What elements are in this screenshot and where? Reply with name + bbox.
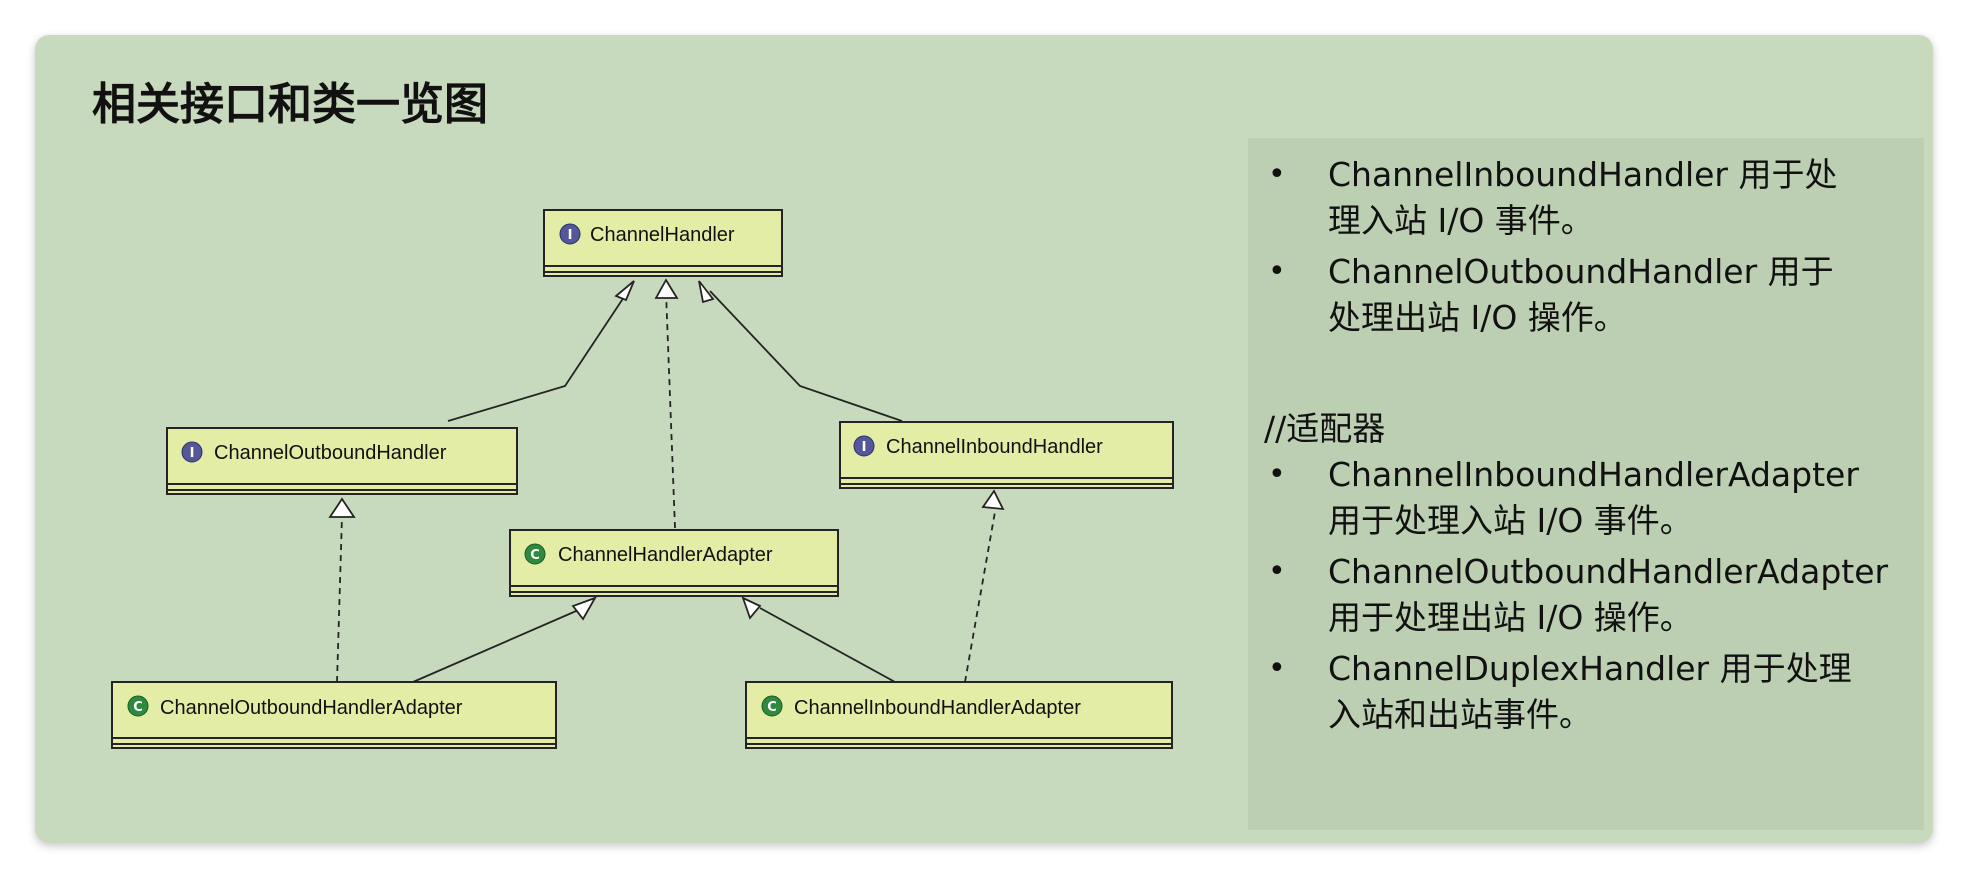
class-box-channelhandleradapter[interactable]: C ChannelHandlerAdapter xyxy=(509,529,839,597)
class-box-channeloutboundhandleradapter[interactable]: C ChannelOutboundHandlerAdapter xyxy=(111,681,557,749)
arrowhead xyxy=(614,280,635,302)
interface-icon xyxy=(853,435,875,457)
list-item: • ChannelInboundHandlerAdapter 用于处理入站 I/… xyxy=(1248,452,1859,544)
class-box-channeloutboundhandler[interactable]: I ChannelOutboundHandler xyxy=(166,427,518,495)
arrowhead xyxy=(698,280,715,304)
class-box-channelinboundhandleradapter[interactable]: C ChannelInboundHandlerAdapter xyxy=(745,681,1173,749)
bullet: • xyxy=(1268,254,1286,289)
edge-outbound-adapter-to-adapter xyxy=(412,607,584,683)
adapter-list: • ChannelInboundHandlerAdapter 用于处理入站 I/… xyxy=(1248,452,1888,743)
interface-icon-letter: I xyxy=(568,228,573,243)
class-icon-letter: C xyxy=(133,700,143,715)
arrowhead xyxy=(571,596,597,621)
class-icon-letter: C xyxy=(530,548,540,563)
class-icon-letter: C xyxy=(767,700,777,715)
list-item-text: ChannelInboundHandlerAdapter 用于处理入站 I/O … xyxy=(1328,455,1859,540)
class-label: ChannelOutboundHandlerAdapter xyxy=(160,697,463,719)
edge-inbound-to-handler xyxy=(709,290,903,422)
class-icon xyxy=(761,695,783,717)
list-item: • ChannelOutboundHandler 用于处理出站 I/O 操作。 xyxy=(1248,249,1858,341)
arrowhead xyxy=(981,489,1005,511)
list-item: • ChannelDuplexHandler 用于处理入站和出站事件。 xyxy=(1248,646,1858,738)
interface-icon xyxy=(559,223,581,245)
list-item-text: ChannelDuplexHandler 用于处理入站和出站事件。 xyxy=(1328,649,1852,734)
handler-list: • ChannelInboundHandler 用于处理入站 I/O 事件。 •… xyxy=(1248,152,1858,346)
interface-icon xyxy=(181,441,203,463)
edge-outbound-to-handler xyxy=(447,290,629,422)
class-label: ChannelInboundHandler xyxy=(886,436,1103,458)
list-item-text: ChannelOutboundHandlerAdapter 用于处理出站 I/O… xyxy=(1328,552,1889,637)
class-icon xyxy=(524,543,546,565)
class-box-channelinboundhandler[interactable]: I ChannelInboundHandler xyxy=(839,421,1174,489)
edge-inbound-adapter-to-adapter xyxy=(759,607,896,683)
edge-outbound-adapter-to-outbound xyxy=(336,515,343,683)
class-box-channelhandler[interactable]: I ChannelHandler xyxy=(543,209,783,277)
list-item: • ChannelOutboundHandlerAdapter 用于处理出站 I… xyxy=(1248,549,1888,641)
page-title: 相关接口和类一览图 xyxy=(92,79,488,130)
bullet: • xyxy=(1268,457,1286,492)
arrowhead xyxy=(741,596,762,620)
adapter-comment: //适配器 xyxy=(1264,409,1386,448)
class-label: ChannelInboundHandlerAdapter xyxy=(794,697,1081,719)
bullet: • xyxy=(1268,554,1286,589)
class-label: ChannelHandler xyxy=(590,224,735,246)
arrowhead xyxy=(328,497,356,518)
class-label: ChannelHandlerAdapter xyxy=(558,544,773,566)
bullet: • xyxy=(1268,157,1286,192)
class-icon xyxy=(127,695,149,717)
list-item: • ChannelInboundHandler 用于处理入站 I/O 事件。 xyxy=(1248,152,1858,244)
edge-adapter-to-handler xyxy=(665,291,676,529)
list-item-text: ChannelOutboundHandler 用于处理出站 I/O 操作。 xyxy=(1328,252,1834,337)
interface-icon-letter: I xyxy=(862,440,867,455)
list-item-text: ChannelInboundHandler 用于处理入站 I/O 事件。 xyxy=(1328,155,1838,240)
description-panel: • ChannelInboundHandler 用于处理入站 I/O 事件。 •… xyxy=(1248,138,1924,830)
class-label: ChannelOutboundHandler xyxy=(214,442,447,464)
interface-icon-letter: I xyxy=(190,446,195,461)
bullet: • xyxy=(1268,651,1286,686)
arrowhead xyxy=(654,278,679,299)
edge-inbound-adapter-to-inbound xyxy=(964,505,997,683)
